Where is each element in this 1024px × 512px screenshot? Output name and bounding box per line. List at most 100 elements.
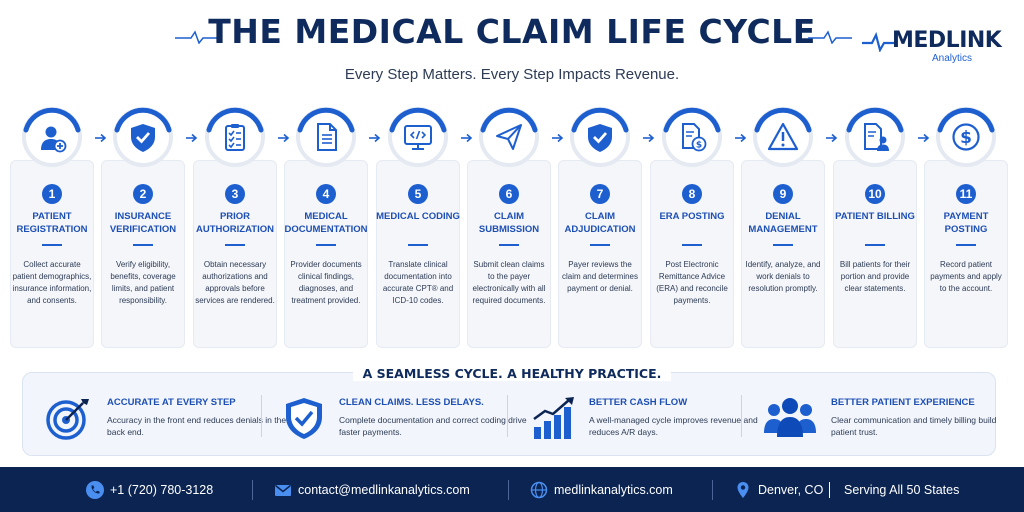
- benefit-patient-experience: BETTER PATIENT EXPERIENCE Clear communic…: [763, 393, 996, 443]
- benefit-cash-flow: BETTER CASH FLOW A well-managed cycle im…: [531, 393, 758, 443]
- step-icon-ring: $: [661, 106, 723, 168]
- seamless-headline: A SEAMLESS CYCLE. A HEALTHY PRACTICE.: [0, 366, 1024, 381]
- step-name: MEDICAL DOCUMENTATION: [284, 211, 368, 235]
- step-description: Verify eligibility, benefits, coverage l…: [110, 260, 176, 305]
- people-icon: [764, 398, 816, 437]
- step-name: PAYMENT POSTING: [943, 211, 989, 235]
- footer-separator: [829, 482, 830, 498]
- dollar-circle-icon: $: [952, 123, 980, 151]
- step-number: 8: [682, 184, 702, 204]
- step-divider: [133, 244, 153, 246]
- step-description: Translate clinical documentation into ac…: [382, 260, 454, 305]
- step-number: 9: [773, 184, 793, 204]
- flow-arrow-icon: [826, 133, 838, 143]
- step-icon-ring: [204, 106, 266, 168]
- footer-separator: [252, 480, 253, 500]
- step-divider: [865, 244, 885, 246]
- brand-logo: MEDLINK Analytics: [860, 26, 1010, 66]
- step-description: Submit clean claims to the payer electro…: [472, 260, 546, 305]
- document-dollar-icon: $: [682, 123, 707, 152]
- step-name: PATIENT REGISTRATION: [16, 211, 88, 235]
- step-description: Payer reviews the claim and determines p…: [561, 260, 639, 293]
- flow-arrow-icon: [278, 133, 290, 143]
- flow-arrow-icon: [918, 133, 930, 143]
- step-divider: [773, 244, 793, 246]
- step-icon-ring: [752, 106, 814, 168]
- step-divider: [956, 244, 976, 246]
- monitor-code-icon: [404, 125, 432, 150]
- flow-arrow-icon: [552, 133, 564, 143]
- email-text: contact@medlinkanalytics.com: [298, 483, 470, 497]
- logo-heartbeat-icon: [862, 32, 896, 52]
- seamless-text: A SEAMLESS CYCLE. A HEALTHY PRACTICE.: [352, 366, 672, 381]
- step-number: 10: [865, 184, 885, 204]
- website-text: medlinkanalytics.com: [554, 483, 673, 497]
- shield-check-icon: [131, 124, 155, 152]
- document-icon: [317, 123, 337, 151]
- benefit-desc: A well-managed cycle improves revenue an…: [589, 415, 758, 437]
- logo-subtext: Analytics: [932, 53, 973, 64]
- step-number: 3: [225, 184, 245, 204]
- step-divider: [408, 244, 428, 246]
- growth-chart-icon: [533, 397, 574, 439]
- step-icon-ring: [844, 106, 906, 168]
- shield-check-icon: [286, 398, 322, 439]
- location-text: Denver, CO: [758, 483, 824, 497]
- step-divider: [225, 244, 245, 246]
- step-name: PATIENT BILLING: [835, 211, 915, 222]
- step-name: ERA POSTING: [659, 211, 725, 222]
- step-description: Obtain necessary authorizations and appr…: [195, 260, 275, 305]
- step-description: Bill patients for their portion and prov…: [839, 260, 911, 293]
- divider: [261, 395, 262, 437]
- warning-icon: [767, 122, 799, 151]
- benefit-desc: Clear communication and timely billing b…: [831, 415, 997, 437]
- benefit-accurate: ACCURATE AT EVERY STEP Accuracy in the f…: [45, 393, 286, 443]
- benefit-title: BETTER CASH FLOW: [589, 397, 688, 408]
- step-number: 7: [590, 184, 610, 204]
- page-subtitle: Every Step Matters. Every Step Impacts R…: [344, 66, 680, 83]
- divider: [507, 395, 508, 437]
- step-icon-ring: $: [935, 106, 997, 168]
- step-description: Identify, analyze, and work denials to r…: [745, 260, 821, 293]
- step-number: 4: [316, 184, 336, 204]
- footer-separator: [712, 480, 713, 500]
- step-icon-ring: [478, 106, 540, 168]
- step-name: INSURANCE VERIFICATION: [109, 211, 177, 235]
- step-divider: [499, 244, 519, 246]
- benefit-desc: Complete documentation and correct codin…: [339, 415, 527, 437]
- step-description: Record patient payments and apply to the…: [930, 260, 1002, 293]
- phone-icon: [86, 481, 104, 499]
- step-icon-ring: [295, 106, 357, 168]
- step-icon-ring: [112, 106, 174, 168]
- step-icon-ring: [387, 106, 449, 168]
- flow-arrow-icon: [95, 133, 107, 143]
- page-title: THE MEDICAL CLAIM LIFE CYCLE: [208, 12, 816, 51]
- shield-check-icon: [588, 124, 612, 152]
- bill-user-icon: [864, 123, 889, 151]
- header: THE MEDICAL CLAIM LIFE CYCLE Every Step …: [0, 0, 1024, 92]
- benefit-desc: Accuracy in the front end reduces denial…: [107, 415, 287, 437]
- logo-text: MEDLINK: [892, 28, 1002, 53]
- svg-text:$: $: [696, 141, 702, 151]
- step-number: 1: [42, 184, 62, 204]
- flow-arrow-icon: [369, 133, 381, 143]
- heartbeat-line-icon: [175, 30, 219, 44]
- step-icon-ring: [569, 106, 631, 168]
- coverage-text: Serving All 50 States: [844, 483, 960, 497]
- step-number: 2: [133, 184, 153, 204]
- clipboard-check-icon: [225, 124, 245, 151]
- heartbeat-line-icon: [808, 30, 852, 44]
- step-divider: [590, 244, 610, 246]
- phone-text: +1 (720) 780-3128: [110, 483, 214, 497]
- step-number: 5: [408, 184, 428, 204]
- flow-arrow-icon: [735, 133, 747, 143]
